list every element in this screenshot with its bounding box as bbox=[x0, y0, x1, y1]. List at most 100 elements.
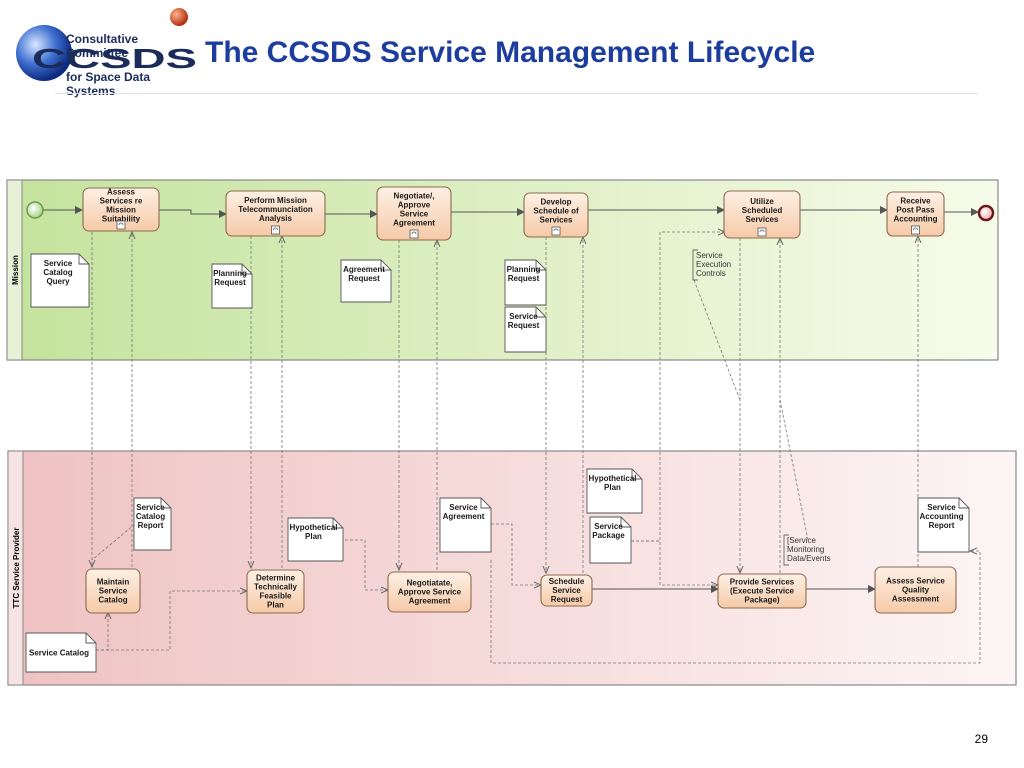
task-label-line: Agreement bbox=[393, 219, 435, 228]
task-label-line: Negotiate/, bbox=[394, 192, 435, 201]
logo-wordmark: CCSDS bbox=[32, 44, 197, 72]
annotation-line: [Service bbox=[787, 536, 816, 545]
task-label-line: Post Pass bbox=[896, 206, 935, 215]
document-label-line: Service bbox=[136, 503, 165, 512]
mission-documents: ServiceCatalogQueryPlanningRequestAgreem… bbox=[30, 253, 547, 353]
subprocess-icon bbox=[116, 220, 126, 230]
task-label-line: Services re bbox=[100, 197, 143, 206]
task-label-line: Analysis bbox=[259, 214, 292, 223]
task-label-line: Request bbox=[551, 595, 583, 604]
document-label-line: Report bbox=[138, 521, 164, 530]
mission-sequence-flows bbox=[43, 206, 979, 218]
document-label-line: Service bbox=[927, 503, 956, 512]
ccsds-logo: Consultative Committee CCSDS for Space D… bbox=[14, 6, 199, 98]
task-label-line: Determine bbox=[256, 574, 296, 583]
document-label-line: Agreement bbox=[443, 512, 485, 521]
document-label-line: Agreement bbox=[343, 265, 385, 274]
start-event-icon bbox=[26, 201, 44, 219]
document-label-line: Request bbox=[508, 274, 540, 283]
task-label-line: Catalog bbox=[98, 596, 127, 605]
task-label-line: Negotiatate, bbox=[407, 579, 453, 588]
logo-mark-text: CCSDS bbox=[32, 44, 197, 72]
document-label-line: Planning bbox=[213, 269, 247, 278]
document-label-line: Request bbox=[214, 278, 246, 287]
task-label-line: Develop bbox=[540, 198, 571, 207]
document-label-line: Hypothetical bbox=[289, 523, 337, 532]
task-label-line: Maintain bbox=[97, 578, 130, 587]
task-label-line: Mission bbox=[106, 206, 136, 215]
document-label-line: Query bbox=[46, 277, 70, 286]
document-label-line: Request bbox=[508, 321, 540, 330]
document-label-line: Catalog bbox=[136, 512, 165, 521]
document-label-line: Service bbox=[449, 503, 478, 512]
task-label-line: Provide Services bbox=[730, 578, 795, 587]
task-label-line: Plan bbox=[267, 601, 284, 610]
document-label-line: Service bbox=[44, 259, 73, 268]
document-label-line: Accounting bbox=[920, 512, 964, 521]
task-label-line: Utilize bbox=[750, 197, 774, 206]
task-label-line: Schedule of bbox=[533, 207, 579, 216]
task-label-line: Package) bbox=[744, 596, 779, 605]
task-label-line: Assessment bbox=[892, 595, 939, 604]
document-label-line: Report bbox=[929, 521, 955, 530]
annotation-line: Service bbox=[696, 251, 723, 260]
task-label-line: Perform Mission bbox=[244, 196, 307, 205]
task-label-line: Schedule bbox=[549, 577, 585, 586]
annotation-line: Data/Events bbox=[787, 554, 831, 563]
task-label-line: Assess bbox=[107, 188, 136, 197]
task-label-line: Service bbox=[99, 587, 128, 596]
task-label-line: Approve Service bbox=[398, 588, 462, 597]
mission-lane-label: Mission bbox=[11, 255, 20, 285]
task-label-line: Technically bbox=[254, 583, 298, 592]
subprocess-icon bbox=[409, 229, 419, 239]
document-label-line: Catalog bbox=[43, 268, 72, 277]
task-label-line: Services bbox=[746, 215, 779, 224]
document-label-line: Package bbox=[592, 531, 625, 540]
task-label-line: Services bbox=[540, 216, 573, 225]
task-label-line: (Execute Service bbox=[730, 587, 795, 596]
data-flow-connectors bbox=[92, 232, 981, 664]
document-icon: Service Catalog bbox=[25, 632, 97, 673]
logo-line-bottom: for Space Data Systems bbox=[66, 70, 151, 98]
document-label-line: Service bbox=[509, 312, 538, 321]
title-divider bbox=[55, 93, 978, 94]
task-label-line: Service bbox=[400, 210, 429, 219]
annotation-line: Controls bbox=[696, 269, 726, 278]
subprocess-icon bbox=[757, 227, 767, 237]
task-label-line: Approve bbox=[398, 201, 431, 210]
document-label-line: Service Catalog bbox=[29, 649, 89, 658]
annotation-line: Monitoring bbox=[787, 545, 824, 554]
task-label-line: Scheduled bbox=[742, 206, 783, 215]
document-label-line: Hypothetical bbox=[588, 474, 636, 483]
subprocess-icon bbox=[911, 225, 920, 235]
end-event-icon bbox=[977, 204, 995, 222]
task-label-line: Accounting bbox=[894, 215, 938, 224]
logo-line-top: Consultative Committee bbox=[66, 32, 139, 60]
task-label-line: Suitability bbox=[102, 215, 141, 224]
subprocess-icon bbox=[271, 225, 280, 235]
